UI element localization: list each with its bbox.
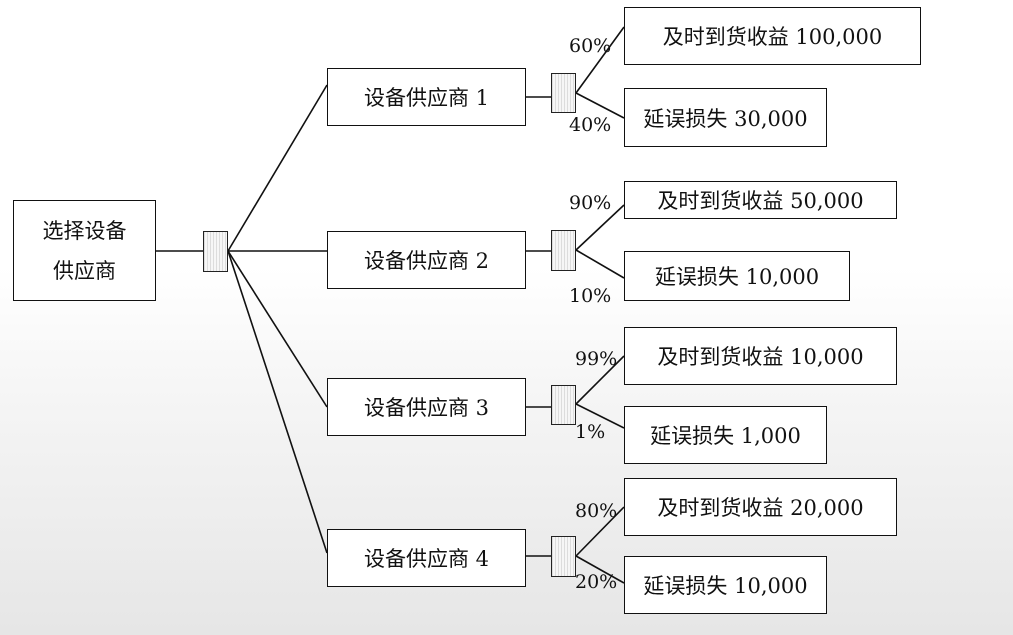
supplier-2-label: 设备供应商 2 [363,249,490,273]
prob-4-on-time: 80% [575,500,618,522]
outcome-2-delay-box: 延误损失 10,000 [624,251,850,301]
supplier-1-label: 设备供应商 1 [363,86,490,110]
decision-node [203,231,228,272]
chance-node-3 [551,385,576,425]
outcome-2-on-time-label: 及时到货收益 50,000 [657,189,864,213]
outcome-1-delay-box: 延误损失 30,000 [624,88,827,147]
prob-3-on-time: 99% [575,348,618,370]
root-label-line2: 供应商 [53,258,116,283]
outcome-3-on-time-box: 及时到货收益 10,000 [624,327,897,385]
outcome-4-on-time-box: 及时到货收益 20,000 [624,478,897,536]
supplier-4-box: 设备供应商 4 [327,529,526,587]
outcome-1-delay-label: 延误损失 30,000 [643,106,808,131]
supplier-1-box: 设备供应商 1 [327,68,526,126]
outcome-3-delay-box: 延误损失 1,000 [624,406,827,464]
supplier-3-box: 设备供应商 3 [327,378,526,436]
prob-3-delay: 1% [575,421,606,443]
outcome-4-on-time-label: 及时到货收益 20,000 [657,496,864,520]
prob-2-delay: 10% [569,285,612,307]
outcome-3-on-time-label: 及时到货收益 10,000 [657,345,864,369]
root-decision-box: 选择设备 供应商 [13,200,156,301]
outcome-4-delay-label: 延误损失 10,000 [643,574,808,598]
outcome-3-delay-label: 延误损失 1,000 [650,424,801,448]
prob-4-delay: 20% [575,571,618,593]
chance-node-4 [551,536,576,577]
outcome-2-on-time-box: 及时到货收益 50,000 [624,181,897,219]
prob-1-on-time: 60% [569,35,612,57]
chance-node-2 [551,230,576,271]
supplier-4-label: 设备供应商 4 [363,547,490,571]
supplier-3-label: 设备供应商 3 [363,396,490,420]
outcome-1-on-time-label: 及时到货收益 100,000 [662,25,883,49]
outcome-4-delay-box: 延误损失 10,000 [624,556,827,614]
root-label-line1: 选择设备 [42,218,127,243]
prob-2-on-time: 90% [569,192,612,214]
supplier-2-box: 设备供应商 2 [327,231,526,289]
chance-node-1 [551,73,576,113]
outcome-2-delay-label: 延误损失 10,000 [654,265,820,289]
outcome-1-on-time-box: 及时到货收益 100,000 [624,7,921,65]
prob-1-delay: 40% [569,114,612,136]
